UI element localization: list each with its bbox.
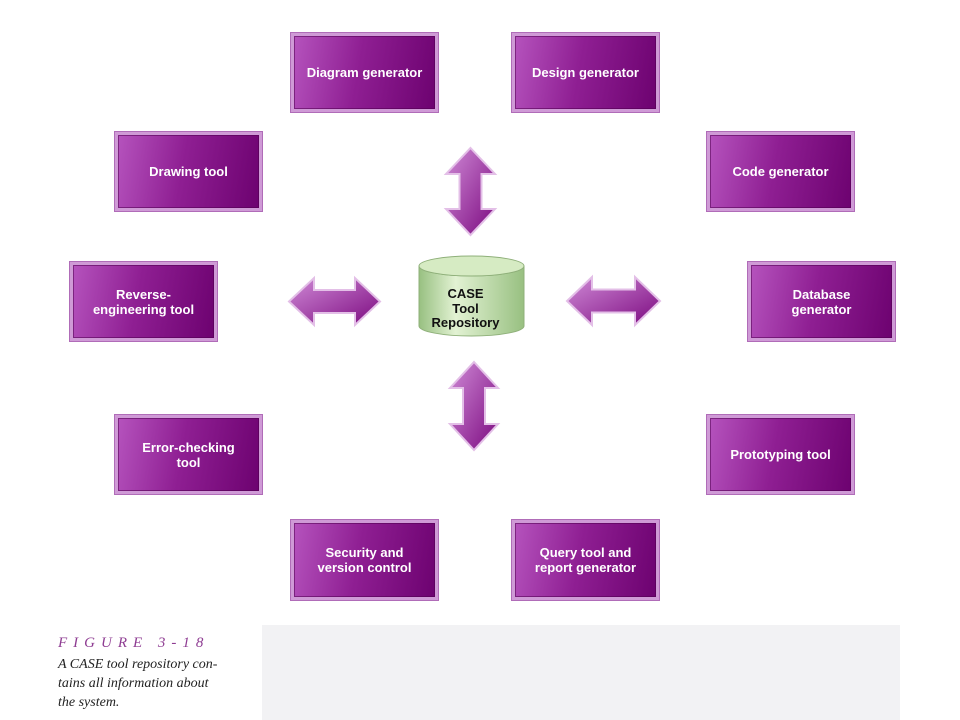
tool-box-label: Prototyping tool [730, 447, 831, 462]
tool-box-label: Security and version control [317, 545, 412, 575]
double-arrow-top [443, 146, 498, 237]
cylinder-top [418, 255, 525, 277]
tool-box-security-and-version-control: Security and version control [291, 520, 438, 600]
double-arrow-right [565, 274, 662, 328]
tool-box-prototyping-tool: Prototyping tool [707, 415, 854, 494]
tool-box-label: Diagram generator [306, 65, 423, 80]
figure-caption: A CASE tool repository con- tains all in… [58, 655, 258, 712]
tool-box-reverse-engineering-tool: Reverse- engineering tool [70, 262, 217, 341]
tool-box-drawing-tool: Drawing tool [115, 132, 262, 211]
tool-box-label: Code generator [732, 164, 829, 179]
figure-number: FIGURE 3-18 [58, 635, 210, 651]
caption-panel-background [262, 625, 900, 720]
tool-box-label: Design generator [532, 65, 639, 80]
tool-box-diagram-generator: Diagram generator [291, 33, 438, 112]
tool-box-label: Error-checking tool [142, 439, 235, 470]
double-arrow-left [287, 275, 382, 328]
tool-box-error-checking-tool: Error-checking tool [115, 415, 262, 494]
tool-box-label: Database generator [791, 286, 852, 317]
caption-line: the system. [58, 695, 120, 710]
double-arrow-bottom [447, 360, 501, 452]
tool-box-label: Drawing tool [149, 164, 228, 179]
database-cylinder-icon [418, 255, 525, 337]
caption-line: tains all information about [58, 676, 209, 691]
tool-box-code-generator: Code generator [707, 132, 854, 211]
caption-line: A CASE tool repository con- [58, 657, 218, 672]
tool-box-design-generator: Design generator [512, 33, 659, 112]
case-tool-repository: CASE Tool Repository [418, 255, 525, 337]
tool-box-query-tool-and-report-generator: Query tool and report generator [512, 520, 659, 600]
tool-box-database-generator: Database generator [748, 262, 895, 341]
tool-box-label: Reverse- engineering tool [92, 286, 195, 317]
repository-label: CASE Tool Repository [431, 286, 500, 330]
tool-box-label: Query tool and report generator [534, 545, 637, 575]
